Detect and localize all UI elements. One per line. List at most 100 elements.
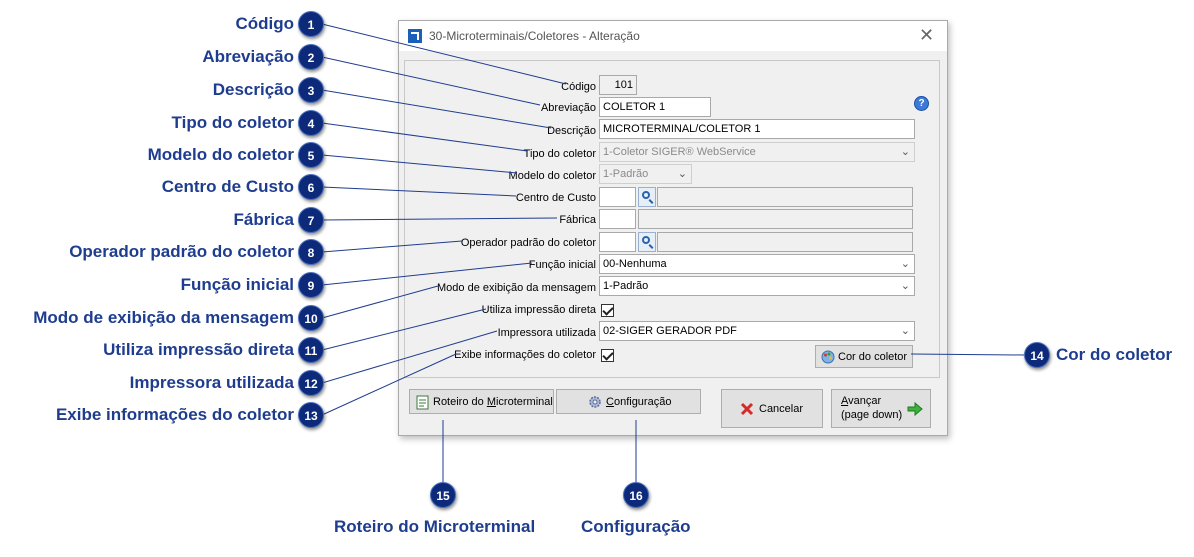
configuracao-label-post: onfiguração xyxy=(613,396,672,408)
centro-custo-lookup-icon[interactable] xyxy=(638,187,656,207)
palette-icon xyxy=(821,350,835,364)
impressora-select[interactable]: 02-SIGER GERADOR PDF ⌄ xyxy=(599,321,915,341)
callout-badge-12: 12 xyxy=(298,370,324,396)
callout-label-operador-padrao: Operador padrão do coletor xyxy=(69,242,294,261)
dropdown-arrow-icon: ⌄ xyxy=(900,258,910,270)
callout-label-tipo-coletor: Tipo do coletor xyxy=(171,113,294,132)
avancar-label-post: vançar xyxy=(848,395,882,407)
cancelar-button[interactable]: Cancelar xyxy=(721,389,823,428)
abreviacao-value: COLETOR 1 xyxy=(603,101,666,113)
avancar-button[interactable]: Avançar (page down) xyxy=(831,389,931,428)
arrow-right-icon xyxy=(907,402,923,416)
cor-coletor-button[interactable]: Cor do coletor xyxy=(815,345,913,368)
modo-exibicao-label: Modo de exibição da mensagem xyxy=(437,282,596,294)
operador-padrao-label: Operador padrão do coletor xyxy=(460,237,596,249)
tipo-coletor-value: 1-Coletor SIGER® WebService xyxy=(603,146,756,158)
callout-label-roteiro: Roteiro do Microterminal xyxy=(334,517,536,536)
roteiro-microterminal-button[interactable]: Roteiro do Microterminal xyxy=(409,389,554,414)
cor-coletor-label: Cor do coletor xyxy=(838,351,908,363)
callout-label-impressora: Impressora utilizada xyxy=(129,373,294,392)
centro-custo-description xyxy=(657,187,913,207)
operador-padrao-lookup-icon[interactable] xyxy=(638,232,656,252)
callout-label-descricao: Descrição xyxy=(212,80,294,99)
help-icon[interactable]: ? xyxy=(914,96,929,111)
callout-badge-6: 6 xyxy=(298,174,324,200)
tipo-coletor-label: Tipo do coletor xyxy=(523,148,596,160)
avancar-label-line2: (page down) xyxy=(841,409,903,421)
codigo-label: Código xyxy=(561,81,596,93)
window-title: 30-Microterminais/Coletores - Alteração xyxy=(429,29,640,43)
modo-exibicao-value: 1-Padrão xyxy=(603,280,649,292)
abreviacao-field[interactable]: COLETOR 1 xyxy=(599,97,711,117)
avancar-label-mnemonic: A xyxy=(841,395,849,407)
fabrica-field[interactable] xyxy=(599,209,636,229)
modo-exibicao-select[interactable]: 1-Padrão ⌄ xyxy=(599,276,915,296)
descricao-label: Descrição xyxy=(547,125,596,137)
callout-badge-3: 3 xyxy=(298,77,324,103)
title-bar: 30-Microterminais/Coletores - Alteração … xyxy=(399,21,947,51)
funcao-inicial-label: Função inicial xyxy=(528,259,596,271)
callout-badge-10: 10 xyxy=(298,305,324,331)
callout-badge-11: 11 xyxy=(298,337,324,363)
fabrica-label: Fábrica xyxy=(559,214,596,226)
callout-label-exibe-info: Exibe informações do coletor xyxy=(55,405,294,424)
callout-label-modo-exibicao: Modo de exibição da mensagem xyxy=(33,308,294,327)
callout-label-abreviacao: Abreviação xyxy=(202,47,294,66)
roteiro-label-mnemonic: M xyxy=(486,396,496,408)
descricao-field[interactable]: MICROTERMINAL/COLETOR 1 xyxy=(599,119,915,139)
callout-label-funcao-inicial: Função inicial xyxy=(180,275,294,294)
fabrica-description xyxy=(638,209,913,229)
impressora-label: Impressora utilizada xyxy=(497,327,596,339)
roteiro-label: Roteiro do Microterminal xyxy=(433,396,553,408)
cancel-x-icon xyxy=(740,402,754,416)
configuracao-label-mnemonic: C xyxy=(606,396,614,408)
callout-badge-16: 16 xyxy=(623,482,649,508)
configuracao-button[interactable]: Configuração xyxy=(556,389,701,414)
dropdown-arrow-icon: ⌄ xyxy=(900,280,910,292)
callout-badge-4: 4 xyxy=(298,110,324,136)
callout-badge-5: 5 xyxy=(298,142,324,168)
callout-badge-7: 7 xyxy=(298,207,324,233)
funcao-inicial-select[interactable]: 00-Nenhuma ⌄ xyxy=(599,254,915,274)
callout-label-configuracao: Configuração xyxy=(581,517,691,536)
callout-badge-8: 8 xyxy=(298,239,324,265)
callout-badge-9: 9 xyxy=(298,272,324,298)
callout-label-fabrica: Fábrica xyxy=(233,210,294,229)
gear-icon xyxy=(589,396,601,408)
roteiro-label-pre: Roteiro do xyxy=(433,396,487,408)
cancelar-label: Cancelar xyxy=(759,403,804,415)
dropdown-arrow-icon: ⌄ xyxy=(900,325,910,337)
close-icon[interactable]: ✕ xyxy=(919,25,935,45)
utiliza-impressao-checkbox[interactable] xyxy=(601,304,614,317)
document-icon xyxy=(416,395,429,410)
callout-label-modelo-coletor: Modelo do coletor xyxy=(147,145,294,164)
roteiro-label-post: icroterminal xyxy=(495,396,553,408)
dropdown-arrow-icon: ⌄ xyxy=(900,146,910,158)
utiliza-impressao-label: Utiliza impressão direta xyxy=(481,304,596,316)
funcao-inicial-value: 00-Nenhuma xyxy=(603,258,667,270)
impressora-value: 02-SIGER GERADOR PDF xyxy=(603,325,737,337)
modelo-coletor-select[interactable]: 1-Padrão ⌄ xyxy=(599,164,692,184)
callout-badge-14: 14 xyxy=(1024,342,1050,368)
callout-label-utiliza-impressao: Utiliza impressão direta xyxy=(103,340,294,359)
descricao-value: MICROTERMINAL/COLETOR 1 xyxy=(603,123,761,135)
configuracao-label: Configuração xyxy=(606,396,671,408)
callout-badge-2: 2 xyxy=(298,44,324,70)
exibe-info-checkbox[interactable] xyxy=(601,349,614,362)
app-icon xyxy=(408,29,422,43)
dropdown-arrow-icon: ⌄ xyxy=(677,168,687,180)
callout-badge-15: 15 xyxy=(430,482,456,508)
centro-custo-label: Centro de Custo xyxy=(515,192,596,204)
modelo-coletor-label: Modelo do coletor xyxy=(508,170,596,182)
operador-padrao-description xyxy=(657,232,913,252)
codigo-field[interactable]: 101 xyxy=(599,75,637,95)
dialog-window: 30-Microterminais/Coletores - Alteração … xyxy=(398,20,948,436)
centro-custo-field[interactable] xyxy=(599,187,636,207)
avancar-label: Avançar xyxy=(841,395,881,407)
modelo-coletor-value: 1-Padrão xyxy=(603,168,649,180)
tipo-coletor-select[interactable]: 1-Coletor SIGER® WebService ⌄ xyxy=(599,142,915,162)
codigo-value: 101 xyxy=(614,79,633,91)
exibe-info-label: Exibe informações do coletor xyxy=(454,349,596,361)
abreviacao-label: Abreviação xyxy=(540,102,596,114)
operador-padrao-field[interactable] xyxy=(599,232,636,252)
